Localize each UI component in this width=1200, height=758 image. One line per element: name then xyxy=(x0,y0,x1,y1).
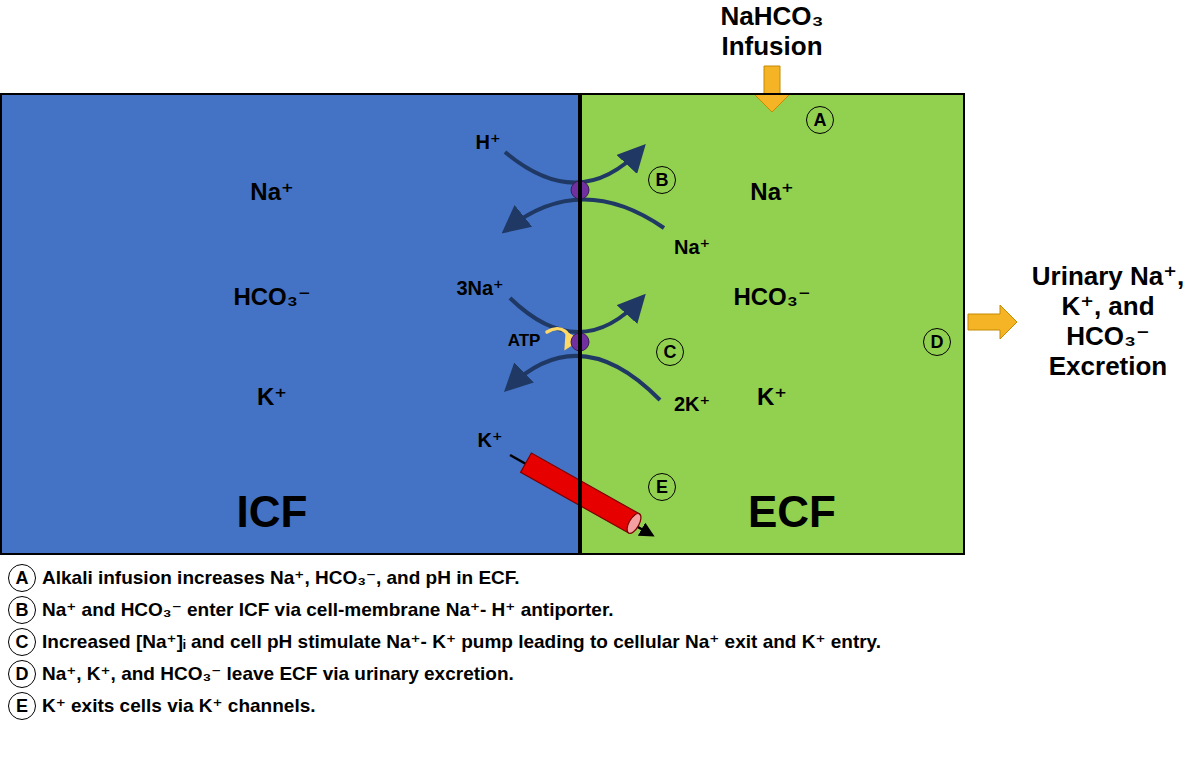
antiporter-h-arrow xyxy=(505,148,642,183)
ion-label: H⁺ xyxy=(476,131,501,154)
ion-label: Na⁺ xyxy=(250,178,293,206)
callout-circle: B xyxy=(648,166,676,194)
callout-letter: B xyxy=(16,600,29,621)
callout-circle: E xyxy=(648,473,676,501)
callout-circle: C xyxy=(656,338,684,366)
callout-circle: A xyxy=(8,564,36,592)
legend-note: Increased [Na⁺]ᵢ and cell pH stimulate N… xyxy=(42,631,881,653)
ion-label: 2K⁺ xyxy=(674,393,710,416)
legend-note: Na⁺, K⁺, and HCO₃⁻ leave ECF via urinary… xyxy=(42,663,514,685)
ion-label: K⁺ xyxy=(757,383,787,411)
callout-letter: A xyxy=(16,568,29,589)
infusion-label: NaHCO₃ Infusion xyxy=(692,2,852,62)
callout-letter: C xyxy=(16,632,29,653)
ion-label: K⁺ xyxy=(257,383,287,411)
icf-compartment: Na⁺ HCO₃⁻ K⁺ ICF xyxy=(0,93,580,555)
callout-circle: B xyxy=(8,596,36,624)
excretion-arrow xyxy=(968,305,1017,339)
callout-circle: D xyxy=(923,328,951,356)
ion-label: Na⁺ xyxy=(674,236,710,259)
legend-note: K⁺ exits cells via K⁺ channels. xyxy=(42,695,316,717)
callout-letter: B xyxy=(656,170,669,191)
ecf-compartment: Na⁺ HCO₃⁻ K⁺ ECF A B C D E xyxy=(580,93,965,555)
excretion-label: Urinary Na⁺, K⁺, and HCO₃⁻ Excretion xyxy=(1026,262,1190,382)
callout-letter: E xyxy=(656,477,668,498)
callout-circle: E xyxy=(8,692,36,720)
pump-na-arrow xyxy=(510,298,642,332)
ion-label: HCO₃⁻ xyxy=(733,283,810,311)
atp-arrow xyxy=(547,329,569,346)
atp-label: ATP xyxy=(508,331,541,351)
callout-letter: C xyxy=(664,342,677,363)
icf-fill xyxy=(0,93,580,555)
callout-letter: D xyxy=(931,332,944,353)
callout-letter: A xyxy=(814,110,827,131)
ion-label: K⁺ xyxy=(478,429,503,452)
callout-letter: E xyxy=(16,696,28,717)
pump-k-arrow xyxy=(508,356,660,400)
infusion-arrow xyxy=(754,66,790,112)
compartment-name: ICF xyxy=(237,487,308,538)
ion-label: 3Na⁺ xyxy=(456,277,503,300)
k-channel-symbol xyxy=(521,453,644,535)
ion-label: Na⁺ xyxy=(750,178,793,206)
legend-note: Na⁺ and HCO₃⁻ enter ICF via cell-membran… xyxy=(42,599,614,621)
compartment-name: ECF xyxy=(748,487,836,538)
legend-note: Alkali infusion increases Na⁺, HCO₃⁻, an… xyxy=(42,567,520,589)
callout-circle: D xyxy=(8,660,36,688)
ecf-fill xyxy=(580,93,965,555)
callout-letter: D xyxy=(16,664,29,685)
antiporter-na-arrow xyxy=(506,199,664,230)
callout-circle: C xyxy=(8,628,36,656)
ion-label: HCO₃⁻ xyxy=(233,283,310,311)
callout-circle: A xyxy=(806,106,834,134)
